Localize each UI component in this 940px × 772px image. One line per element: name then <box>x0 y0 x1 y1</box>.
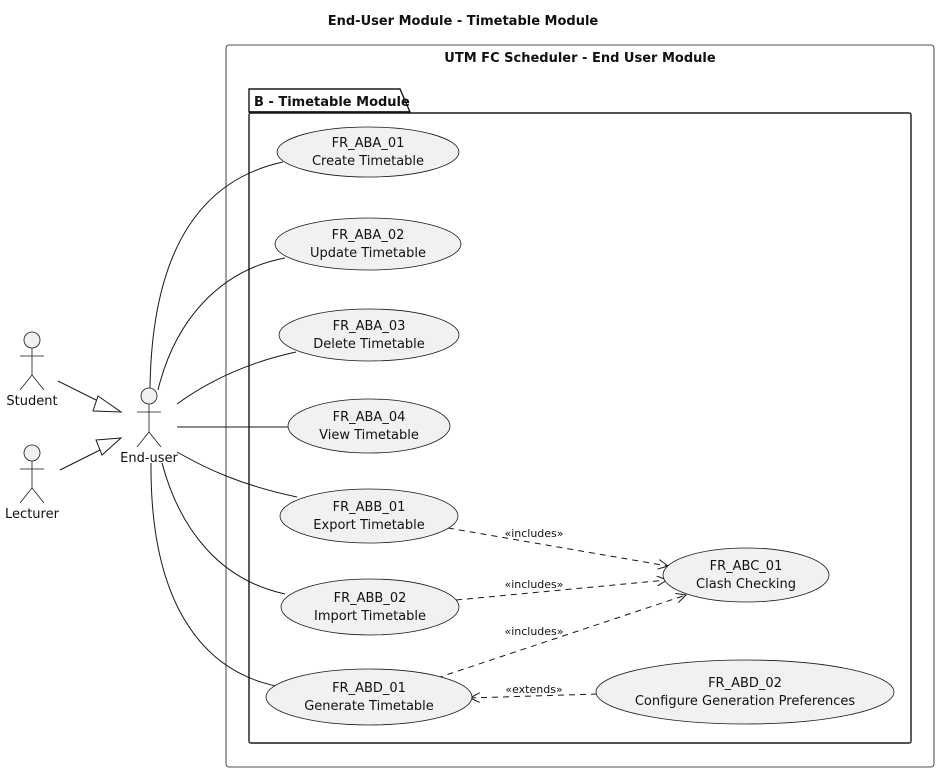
use-case-id: FR_ABA_01 <box>332 136 405 151</box>
use-case-name: Clash Checking <box>696 577 796 592</box>
use-case-id: FR_ABD_02 <box>708 676 782 691</box>
generalization-lecturer <box>59 437 123 471</box>
actor-lecturer: Lecturer <box>5 444 60 522</box>
actor-end-user: End-user <box>120 387 179 466</box>
use-case-fr-abd-01: FR_ABD_01 Generate Timetable <box>265 668 473 726</box>
use-case-name: View Timetable <box>319 428 419 443</box>
use-case-id: FR_ABB_02 <box>334 591 407 606</box>
use-case-id: FR_ABA_04 <box>333 410 406 425</box>
system-label: UTM FC Scheduler - End User Module <box>444 51 716 66</box>
use-case-name: Import Timetable <box>314 609 426 624</box>
use-case-name: Generate Timetable <box>304 699 434 714</box>
use-case-id: FR_ABA_02 <box>332 228 405 243</box>
association-delete <box>176 351 297 405</box>
actor-student-label: Student <box>6 394 57 409</box>
use-case-fr-abb-02: FR_ABB_02 Import Timetable <box>280 578 460 636</box>
includes-export-clash <box>447 527 668 566</box>
actor-end-user-label: End-user <box>120 451 178 466</box>
association-export <box>176 451 298 498</box>
use-case-fr-abd-02: FR_ABD_02 Configure Generation Preferenc… <box>595 659 895 725</box>
actor-student: Student <box>6 331 58 409</box>
package-label: B - Timetable Module <box>254 95 410 110</box>
use-case-name: Export Timetable <box>313 518 424 533</box>
use-case-fr-aba-03: FR_ABA_03 Delete Timetable <box>278 308 460 362</box>
association-update <box>157 257 286 391</box>
actor-lecturer-label: Lecturer <box>5 507 60 522</box>
association-import <box>161 462 286 595</box>
includes-import-clash <box>455 580 667 601</box>
use-case-id: FR_ABC_01 <box>710 559 783 574</box>
use-case-name: Create Timetable <box>312 154 424 169</box>
use-case-fr-aba-04: FR_ABA_04 View Timetable <box>287 398 451 454</box>
includes-label-import: «includes» <box>504 578 563 591</box>
generalization-student <box>57 380 123 413</box>
use-case-name: Configure Generation Preferences <box>635 694 855 709</box>
use-case-id: FR_ABB_01 <box>333 500 406 515</box>
use-case-fr-abb-01: FR_ABB_01 Export Timetable <box>279 488 459 544</box>
use-case-fr-aba-02: FR_ABA_02 Update Timetable <box>274 217 462 271</box>
use-case-name: Delete Timetable <box>313 337 425 352</box>
use-case-id: FR_ABD_01 <box>332 681 406 696</box>
association-create <box>149 161 284 389</box>
association-generate <box>150 462 277 687</box>
use-case-fr-aba-01: FR_ABA_01 Create Timetable <box>276 126 460 178</box>
includes-label-export: «includes» <box>504 527 563 540</box>
extends-label-configure: «extends» <box>505 683 562 696</box>
use-case-name: Update Timetable <box>310 246 426 261</box>
diagram-title: End-User Module - Timetable Module <box>328 14 599 29</box>
use-case-id: FR_ABA_03 <box>333 319 406 334</box>
use-case-fr-abc-01: FR_ABC_01 Clash Checking <box>662 547 830 603</box>
includes-label-generate: «includes» <box>504 625 563 638</box>
